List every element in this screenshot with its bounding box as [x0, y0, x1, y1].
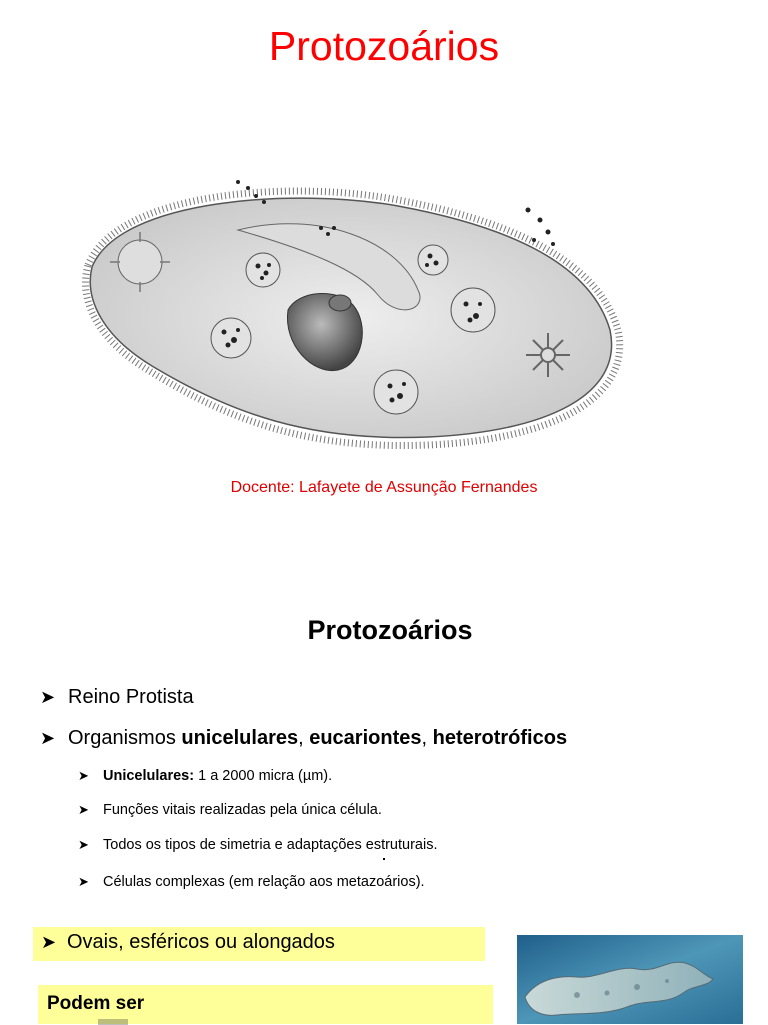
subbullet-size: ➤ Unicelulares: 1 a 2000 micra (µm).	[78, 766, 332, 786]
bullet-reino: ➤ Reino Protista	[40, 684, 194, 710]
arrowhead-bullet-icon: ➤	[40, 728, 56, 748]
subbullet-bold: Unicelulares:	[103, 768, 195, 784]
paramecium-illustration	[82, 180, 624, 450]
teacher-credit: Docente: Lafayete de Assunção Fernandes	[230, 479, 538, 496]
arrowhead-bullet-icon: ➤	[78, 837, 89, 852]
term-unicelulares: unicelulares	[181, 727, 299, 749]
bullet-prefix: Organismos	[68, 727, 182, 749]
highlight-box-types: Podem ser	[38, 985, 493, 1025]
arrowhead-bullet-icon: ➤	[40, 687, 56, 707]
slide-title-2: Protozoários	[307, 615, 473, 645]
bullet-text: Reino Protista	[68, 686, 194, 708]
bullet-organismos: ➤ Organismos unicelulares , eucariontes …	[40, 725, 567, 751]
arrowhead-bullet-icon: ➤	[78, 874, 89, 889]
arrowhead-bullet-icon: ➤	[78, 768, 89, 783]
term-heterotroficos: heterotróficos	[432, 727, 568, 749]
highlight-box-shapes: ➤ Ovais, esféricos ou alongados	[33, 927, 485, 961]
subbullet-text: Todos os tipos de simetria e adaptações …	[103, 837, 438, 853]
clipped-text	[98, 1019, 128, 1025]
box-text: Ovais, esféricos ou alongados	[67, 931, 335, 953]
subbullet-funcoes: ➤ Funções vitais realizadas pela única c…	[78, 800, 382, 820]
slide-title: Protozoários	[268, 23, 500, 69]
subbullet-text: 1 a 2000 micra (µm).	[194, 768, 333, 784]
stray-dot	[383, 858, 385, 860]
subbullet-text: Células complexas (em relação aos metazo…	[103, 874, 425, 890]
subbullet-simetria: ➤ Todos os tipos de simetria e adaptaçõe…	[78, 835, 437, 855]
separator: ,	[421, 727, 433, 749]
term-eucariontes: eucariontes	[309, 727, 422, 749]
arrowhead-bullet-icon: ➤	[78, 802, 89, 817]
protozoan-micrograph	[517, 935, 743, 1024]
subbullet-celulas: ➤ Células complexas (em relação aos meta…	[78, 872, 425, 892]
separator: ,	[298, 727, 310, 749]
highlight-row: ➤ Ovais, esféricos ou alongados	[41, 931, 335, 954]
box-heading: Podem ser	[47, 993, 145, 1014]
arrowhead-bullet-icon: ➤	[41, 932, 57, 952]
subbullet-text: Funções vitais realizadas pela única cél…	[103, 802, 382, 818]
